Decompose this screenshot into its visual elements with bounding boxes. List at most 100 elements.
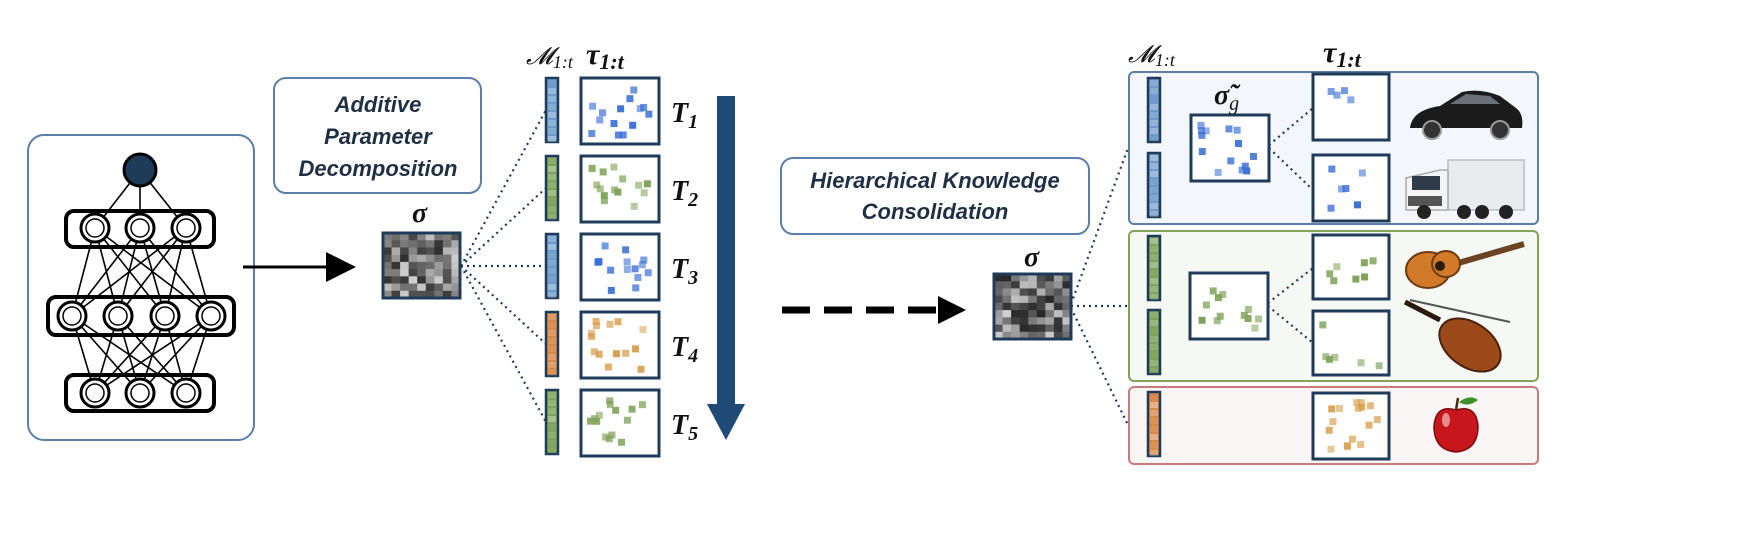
- noise-cell: [1036, 310, 1046, 318]
- noise-cell: [391, 240, 401, 248]
- noise-cell: [425, 283, 435, 292]
- mask-seg: [548, 214, 556, 220]
- mask-seg: [548, 448, 556, 454]
- noise-cell: [400, 283, 410, 292]
- noise-cell: [1036, 331, 1046, 340]
- noise-cell: [451, 247, 461, 256]
- mask-seg: [548, 88, 556, 94]
- noise-cell: [442, 254, 452, 263]
- sparse-cell: [1233, 126, 1241, 134]
- mask-seg: [1150, 278, 1158, 284]
- noise-cell: [408, 276, 418, 285]
- noise-cell: [1036, 274, 1046, 282]
- mask-seg: [548, 120, 556, 126]
- object-icons: [1403, 90, 1525, 453]
- noise-cell: [1002, 274, 1012, 282]
- mask-seg: [548, 136, 556, 142]
- left-dot-line: [460, 265, 547, 345]
- mask-seg: [548, 416, 556, 422]
- noise-cell: [1053, 324, 1063, 333]
- sparse-cell: [606, 400, 614, 408]
- noise-cell: [1002, 331, 1012, 340]
- sparse-cell: [632, 284, 640, 292]
- sparse-cell: [1365, 421, 1373, 429]
- noise-cell: [451, 283, 461, 292]
- noise-cell: [400, 233, 410, 241]
- dashed-arrow-head: [938, 296, 966, 324]
- sparse-cell: [622, 246, 630, 254]
- sparse-cell: [1216, 312, 1224, 320]
- noise-cell: [1002, 295, 1012, 304]
- nn-edge: [117, 227, 187, 317]
- sparse-cell: [640, 189, 648, 197]
- noise-cell: [1062, 324, 1072, 333]
- mask-bar: [1146, 390, 1162, 458]
- mask-seg: [1150, 246, 1158, 252]
- mask-seg: [1150, 336, 1158, 342]
- noise-cell: [442, 233, 452, 241]
- mask-seg: [548, 260, 556, 266]
- sparse-cell: [587, 329, 595, 337]
- noise-cell: [417, 240, 427, 248]
- mask-seg: [1150, 262, 1158, 268]
- mask-seg: [1150, 434, 1158, 440]
- sparse-cell: [1202, 127, 1210, 135]
- noise-cell: [1045, 281, 1055, 289]
- sparse-cell: [612, 406, 620, 414]
- mask-seg: [548, 284, 556, 290]
- sparse-cell: [635, 181, 643, 189]
- mask-seg: [1150, 128, 1158, 134]
- truck-grille: [1408, 196, 1442, 206]
- noise-cell: [1011, 281, 1021, 289]
- noise-cell: [442, 276, 452, 285]
- noise-cell: [408, 254, 418, 263]
- left-mask-3: [544, 232, 560, 300]
- sparse-cell: [1328, 405, 1336, 413]
- sparse-cell: [1373, 416, 1381, 424]
- noise-cell: [442, 261, 452, 270]
- mask-seg: [548, 362, 556, 368]
- mask-seg: [548, 392, 556, 398]
- noise-cell: [1036, 302, 1046, 311]
- sparse-cell: [1335, 404, 1343, 412]
- noise-cell: [425, 233, 435, 241]
- hkc-label-line-1: Hierarchical Knowledge: [810, 168, 1059, 193]
- sparse-cell: [1338, 185, 1346, 193]
- noise-cell: [1053, 295, 1063, 304]
- sparse-cell: [638, 261, 646, 269]
- sparse-cell: [1328, 165, 1336, 173]
- task-label-3: T3: [671, 254, 698, 289]
- mask-seg: [548, 252, 556, 258]
- mask-seg: [1150, 402, 1158, 408]
- sparse-cell: [640, 256, 648, 264]
- mask-seg: [548, 424, 556, 430]
- sparse-cell: [592, 318, 600, 326]
- nn-layer-box: [64, 209, 216, 249]
- truck-trailer: [1447, 159, 1525, 211]
- mask-seg: [1150, 442, 1158, 448]
- matrix-border: [381, 231, 462, 300]
- noise-cell: [451, 290, 461, 299]
- noise-cell: [391, 276, 401, 285]
- right-group-panels: [1128, 71, 1539, 465]
- noise-cell: [434, 290, 444, 299]
- noise-cell: [1011, 310, 1021, 318]
- noise-cell: [1019, 324, 1029, 333]
- sparse-cell: [614, 318, 622, 326]
- noise-cell: [400, 247, 410, 256]
- sparse-cell: [623, 258, 631, 266]
- sparse-cell: [608, 431, 616, 439]
- right-dot-line: [1070, 307, 1129, 426]
- noise-cell: [1045, 324, 1055, 333]
- additive-parameter-decomposition-box: Additive Parameter Decomposition: [273, 77, 482, 194]
- sparse-cell: [1327, 88, 1335, 96]
- noise-cell: [434, 233, 444, 241]
- noise-cell: [1045, 274, 1055, 282]
- sparse-cell: [631, 265, 639, 273]
- apd-label-line-3: Decomposition: [299, 156, 458, 181]
- mask-bar: [1146, 151, 1162, 219]
- noise-cell: [1053, 317, 1063, 326]
- noise-cell: [434, 283, 444, 292]
- noise-cell: [1045, 317, 1055, 326]
- noise-cell: [425, 269, 435, 277]
